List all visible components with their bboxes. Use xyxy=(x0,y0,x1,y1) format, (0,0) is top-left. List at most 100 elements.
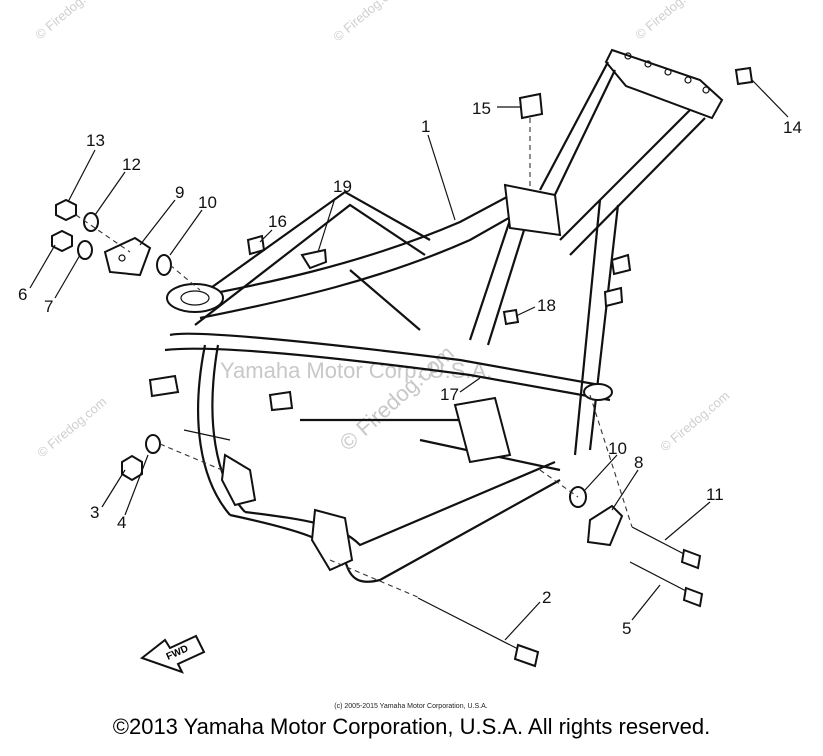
callout-9: 9 xyxy=(175,183,184,202)
engine-bracket-9 xyxy=(103,236,152,277)
fwd-arrow: FWD xyxy=(139,634,206,674)
mount-tab xyxy=(603,286,624,308)
rear-vertical xyxy=(573,199,602,456)
callout-11: 11 xyxy=(706,485,724,504)
bolt-5-head xyxy=(682,586,704,608)
watermark-text: © Firedog.com xyxy=(632,0,707,42)
footer-copyright: ©2013 Yamaha Motor Corporation, U.S.A. A… xyxy=(112,714,711,739)
down-tube-upper-inner xyxy=(164,347,611,402)
front-engine-bracket xyxy=(220,453,257,507)
plate-hole xyxy=(702,86,710,94)
rear-rail xyxy=(549,69,616,206)
alignment-line xyxy=(329,559,421,599)
callout-4: 4 xyxy=(117,513,126,532)
washer-4 xyxy=(145,434,161,454)
engine-bracket-8 xyxy=(586,504,624,547)
mount-tab xyxy=(148,374,180,398)
main-frame xyxy=(148,48,724,583)
steering-head xyxy=(166,283,224,313)
callout-5: 5 xyxy=(622,619,631,638)
nut-3 xyxy=(121,454,143,482)
plate-hole xyxy=(664,68,672,76)
rear-rail xyxy=(569,117,706,256)
cross-member xyxy=(349,269,421,331)
front-cradle-left xyxy=(197,344,231,516)
callout-12: 12 xyxy=(122,155,141,174)
rear-vertical-inner xyxy=(588,204,620,451)
rear-upper-bracket xyxy=(503,183,562,237)
bolt-11-shank xyxy=(631,526,687,556)
callout-10-right: 10 xyxy=(608,439,627,458)
collar-10-left xyxy=(156,254,172,276)
rear-rail xyxy=(539,61,609,191)
leader-11 xyxy=(664,501,711,541)
watermark-text: © Firedog.com xyxy=(330,0,405,44)
callout-labels: 1 2 3 4 5 6 7 8 9 10 10 11 12 13 14 15 1… xyxy=(18,99,802,638)
leader-17 xyxy=(459,377,481,393)
callout-19: 19 xyxy=(333,177,352,196)
callout-7: 7 xyxy=(44,297,53,316)
bolt-5-shank xyxy=(629,561,689,593)
bolt-2-head xyxy=(513,643,540,668)
top-tube-left-inner xyxy=(199,205,531,320)
callout-14: 14 xyxy=(783,118,802,137)
alignment-line xyxy=(539,469,579,498)
alignment-line xyxy=(159,443,223,471)
plate-hole xyxy=(684,76,692,84)
leader-6 xyxy=(29,244,56,289)
lower-cradle-inner xyxy=(244,460,556,547)
leader-8 xyxy=(611,469,639,511)
watermark-text: © Firedog.com xyxy=(34,394,109,460)
top-tube-right-inner xyxy=(194,203,426,326)
collar-16 xyxy=(246,234,266,256)
leader-18 xyxy=(515,306,536,317)
leader-lines xyxy=(29,79,789,641)
callout-17: 17 xyxy=(440,385,459,404)
nut-6 xyxy=(51,229,73,253)
callout-15: 15 xyxy=(472,99,491,118)
washer-7 xyxy=(77,240,93,260)
callout-2: 2 xyxy=(542,588,551,607)
loose-parts xyxy=(51,66,754,668)
leader-5 xyxy=(631,584,661,621)
callout-1: 1 xyxy=(421,117,430,136)
front-stud xyxy=(183,429,231,441)
fwd-arrow-icon xyxy=(139,634,206,674)
leader-14 xyxy=(751,79,789,118)
callout-18: 18 xyxy=(537,296,556,315)
bushing-15 xyxy=(518,92,544,120)
rear-frame-plate xyxy=(604,48,724,120)
leader-13 xyxy=(67,149,96,203)
swingarm-pivot xyxy=(583,383,613,401)
bracket-hole xyxy=(118,254,126,262)
cap-14 xyxy=(734,66,754,86)
rear-rail xyxy=(559,109,691,241)
leader-4 xyxy=(124,454,149,516)
leader-12 xyxy=(94,171,126,216)
washer-12 xyxy=(83,212,99,232)
leader-2 xyxy=(504,601,541,641)
watermark-text: © Firedog.com xyxy=(32,0,107,42)
leader-16 xyxy=(259,229,273,243)
plate-hole xyxy=(644,60,652,68)
watermark-center-overlay: Yamaha Motor Corp. U.S.A. xyxy=(220,358,492,383)
clip-19 xyxy=(300,248,328,270)
callout-10-left: 10 xyxy=(198,193,217,212)
steering-head-bore xyxy=(180,290,210,306)
watermark-text: © Firedog.com xyxy=(657,388,732,454)
callout-3: 3 xyxy=(90,503,99,522)
bolt-2-shank xyxy=(417,597,521,651)
fine-copyright: (c) 2005-2015 Yamaha Motor Corporation, … xyxy=(334,703,487,710)
callout-13: 13 xyxy=(86,131,105,150)
plate-hole xyxy=(624,52,632,60)
leader-10a xyxy=(169,209,203,256)
leader-3 xyxy=(101,469,126,508)
alignment-lines xyxy=(75,118,633,599)
nut-13 xyxy=(55,198,77,222)
leader-1 xyxy=(427,134,456,221)
leader-7 xyxy=(54,254,81,299)
down-tube-upper xyxy=(169,332,601,387)
callout-16: 16 xyxy=(268,212,287,231)
